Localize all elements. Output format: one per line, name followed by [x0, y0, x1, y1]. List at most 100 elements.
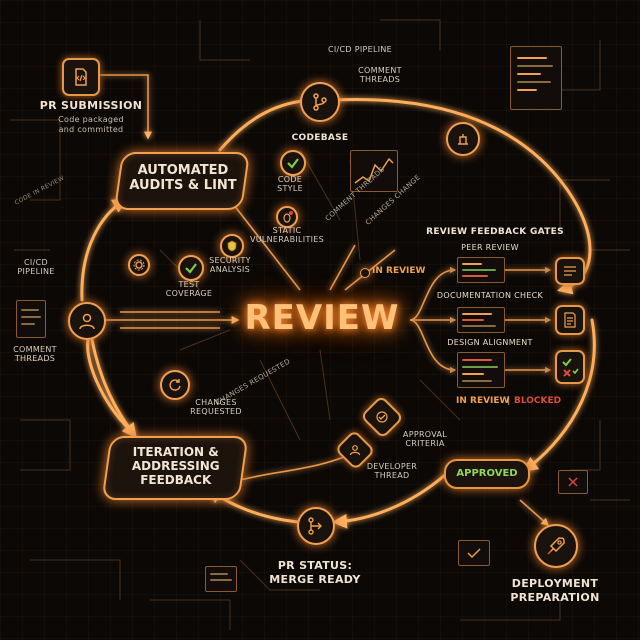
cicd-left-label-1: CI/CD	[24, 258, 48, 267]
gates-entry-node[interactable]	[446, 122, 480, 156]
pr-submission-desc-1: Code packaged	[58, 115, 124, 124]
gates-status-in-review: IN REVIEW	[456, 396, 510, 406]
document-icon	[564, 312, 576, 328]
code-window-top-right	[510, 46, 562, 110]
circuit-traces	[10, 19, 630, 630]
small-window-bottom-left	[205, 566, 237, 592]
gear-icon	[133, 259, 145, 271]
flow-gates-to-approved	[522, 318, 596, 472]
pr-submission-icon-box[interactable]	[62, 58, 100, 96]
close-icon	[568, 477, 578, 487]
changes-requested-node[interactable]	[160, 370, 190, 400]
security-shield-badge	[220, 234, 244, 258]
approval-label-1: APPROVAL	[402, 430, 448, 439]
iteration-feedback-node[interactable]: ITERATION & ADDRESSING FEEDBACK	[101, 436, 249, 500]
in-review-dot	[360, 268, 370, 278]
flow-approved-to-prstatus	[332, 473, 447, 529]
in-review-mid-label: IN REVIEW	[372, 266, 426, 276]
audits-line-1: AUTOMATED	[137, 163, 229, 178]
automated-audits-node[interactable]: AUTOMATED AUDITS & LINT	[113, 152, 251, 210]
checkmark-icon	[185, 263, 197, 274]
gate-label-peer-review: PEER REVIEW	[461, 243, 519, 252]
changes-requested-label-1: CHANGES	[195, 398, 237, 407]
gate-result-peer-review	[555, 257, 585, 285]
review-title: REVIEW	[244, 298, 400, 338]
comment-left-label-1: COMMENT	[13, 345, 57, 354]
small-window-bottom	[458, 540, 490, 566]
gear-badge	[128, 254, 150, 276]
gate-label-documentation: DOCUMENTATION CHECK	[436, 291, 544, 300]
line-chart-icon	[354, 157, 394, 184]
developer-thread-label-2: THREAD	[374, 471, 410, 480]
developer-thread-label-1: DEVELOPER	[366, 462, 418, 471]
bug-icon	[283, 211, 293, 223]
flow-iteration-to-user	[86, 338, 132, 432]
pr-submission-title: PR SUBMISSION	[39, 99, 143, 112]
developer-user-node[interactable]	[68, 302, 106, 340]
changes-requested-label-2: REQUESTED	[190, 407, 242, 416]
comment-top-label-1: COMMENT	[358, 66, 402, 75]
gates-status-separator: |	[507, 396, 511, 406]
user-icon	[349, 445, 361, 456]
shield-icon	[227, 240, 237, 252]
gates-status-blocked: BLOCKED	[514, 396, 562, 406]
chart-window	[350, 150, 398, 192]
codebase-node[interactable]	[300, 82, 340, 122]
gate-window-design[interactable]	[457, 352, 505, 388]
pr-status-line-2: MERGE READY	[269, 573, 361, 586]
deployment-line-1: DEPLOYMENT	[511, 577, 599, 590]
test-coverage-label-1: TEST	[178, 280, 200, 289]
static-label-1: STATIC	[272, 226, 302, 235]
deployment-node[interactable]	[534, 524, 578, 568]
gate-result-documentation	[555, 305, 585, 335]
check-cross-icon	[562, 358, 579, 377]
main-flow-loop	[80, 98, 596, 529]
pr-status-node[interactable]	[297, 507, 335, 545]
approval-label-2: CRITERIA	[405, 439, 445, 448]
checklist-icon	[564, 266, 576, 276]
developer-thread-node[interactable]	[334, 429, 376, 471]
iteration-line-2: ADDRESSING	[131, 458, 220, 473]
test-coverage-check	[178, 255, 204, 281]
test-coverage-label-2: COVERAGE	[165, 289, 213, 298]
static-label-2: VULNERABILITIES	[249, 235, 325, 244]
static-vuln-badge	[276, 206, 298, 228]
comment-left-label-2: THREADS	[14, 354, 56, 363]
check-badge-icon	[376, 411, 388, 423]
git-branch-icon	[313, 93, 327, 111]
rocket-icon	[547, 537, 565, 555]
gates-title: REVIEW FEEDBACK GATES	[426, 227, 564, 237]
gate-result-design	[555, 350, 585, 384]
gate-window-documentation[interactable]	[457, 307, 505, 333]
iteration-line-1: ITERATION &	[132, 445, 219, 459]
approval-criteria-node[interactable]	[360, 395, 404, 439]
audits-line-2: AUDITS & LINT	[129, 177, 237, 193]
flow-user-to-iteration	[90, 338, 137, 439]
pr-status-line-1: PR STATUS:	[277, 559, 353, 572]
security-label-2: ANALYSIS	[209, 265, 251, 274]
git-merge-icon	[308, 517, 322, 535]
inner-flow-lines	[100, 74, 552, 527]
code-style-check	[280, 150, 306, 176]
comment-top-label-2: THREADS	[359, 75, 401, 84]
flow-codebase-to-gates	[333, 98, 592, 295]
merge-icon	[458, 134, 468, 145]
doc-window-left	[16, 300, 46, 338]
deployment-line-2: PREPARATION	[510, 591, 600, 604]
code-file-icon	[75, 68, 87, 86]
gate-window-peer-review[interactable]	[457, 257, 505, 283]
iteration-line-3: FEEDBACK	[140, 472, 212, 487]
cicd-left-label-2: PIPELINE	[17, 267, 55, 276]
gate-label-design: DESIGN ALIGNMENT	[447, 338, 533, 347]
approved-badge[interactable]: APPROVED	[444, 459, 530, 489]
small-window-bottom-right	[558, 470, 588, 494]
refresh-icon	[169, 379, 181, 391]
checkmark-icon	[467, 548, 481, 558]
pr-submission-desc-2: and committed	[58, 125, 124, 134]
checkmark-icon	[287, 158, 299, 169]
codebase-title: CODEBASE	[291, 133, 349, 143]
security-label-1: SECURITY	[209, 256, 251, 265]
user-icon	[79, 313, 95, 330]
code-style-label-1: CODE	[277, 175, 303, 184]
cicd-top-label: CI/CD PIPELINE	[327, 45, 393, 54]
